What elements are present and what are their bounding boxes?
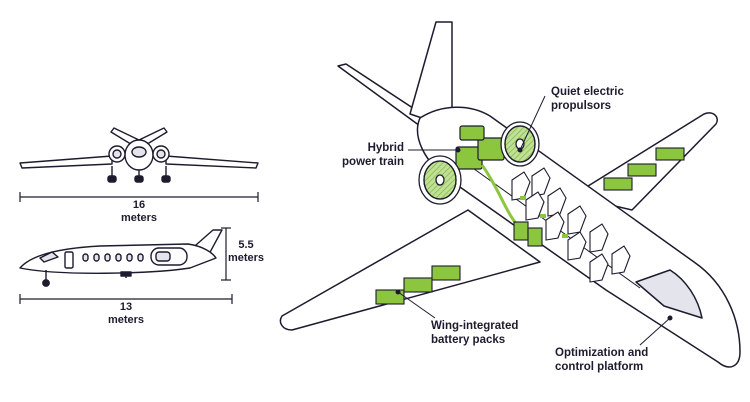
callout-power-train-line1: Hybrid	[367, 142, 404, 154]
propulsor-lower	[418, 155, 462, 205]
callout-propulsors-line1: Quiet electric	[551, 86, 624, 98]
hybrid-power-train	[455, 125, 522, 230]
callout-battery-line1: Wing-integrated	[431, 320, 519, 332]
callout-platform: Optimization and control platform	[555, 346, 648, 374]
left-wing	[279, 209, 541, 331]
cockpit-window	[635, 269, 703, 319]
front-view-aircraft	[19, 127, 259, 183]
side-view-aircraft	[19, 229, 223, 287]
callout-platform-line2: control platform	[555, 361, 644, 373]
wingspan-value: 16	[132, 199, 146, 211]
height-value: 5.5	[238, 239, 254, 251]
wingspan-dimension-line	[19, 192, 259, 202]
length-unit: meters	[107, 314, 145, 326]
callout-power-train-line2: power train	[342, 156, 404, 168]
battery-pack-left-wing	[375, 265, 461, 305]
callout-platform-line1: Optimization and	[555, 347, 649, 359]
length-dimension-line	[19, 294, 233, 304]
callout-battery-line2: battery packs	[431, 334, 506, 346]
battery-pack-right-wing	[603, 147, 685, 191]
passenger-seats	[511, 167, 631, 283]
callout-leaders	[395, 95, 673, 346]
wingspan-unit: meters	[120, 212, 158, 224]
vertical-tail-fin	[409, 21, 453, 123]
callout-power-train: Hybrid power train	[342, 141, 404, 169]
propulsor-upper	[500, 121, 540, 167]
seat-accents	[520, 196, 568, 238]
fuselage-battery-modules	[513, 221, 543, 247]
main-aircraft-cutaway	[279, 21, 741, 368]
callout-propulsors: Quiet electric propulsors	[551, 85, 624, 113]
horizontal-stabilizer	[337, 63, 429, 127]
height-unit: meters	[227, 252, 265, 264]
length-value: 13	[119, 301, 133, 313]
height-dimension-line	[221, 227, 231, 281]
callout-propulsors-line2: propulsors	[551, 100, 612, 112]
callout-battery: Wing-integrated battery packs	[431, 319, 518, 347]
